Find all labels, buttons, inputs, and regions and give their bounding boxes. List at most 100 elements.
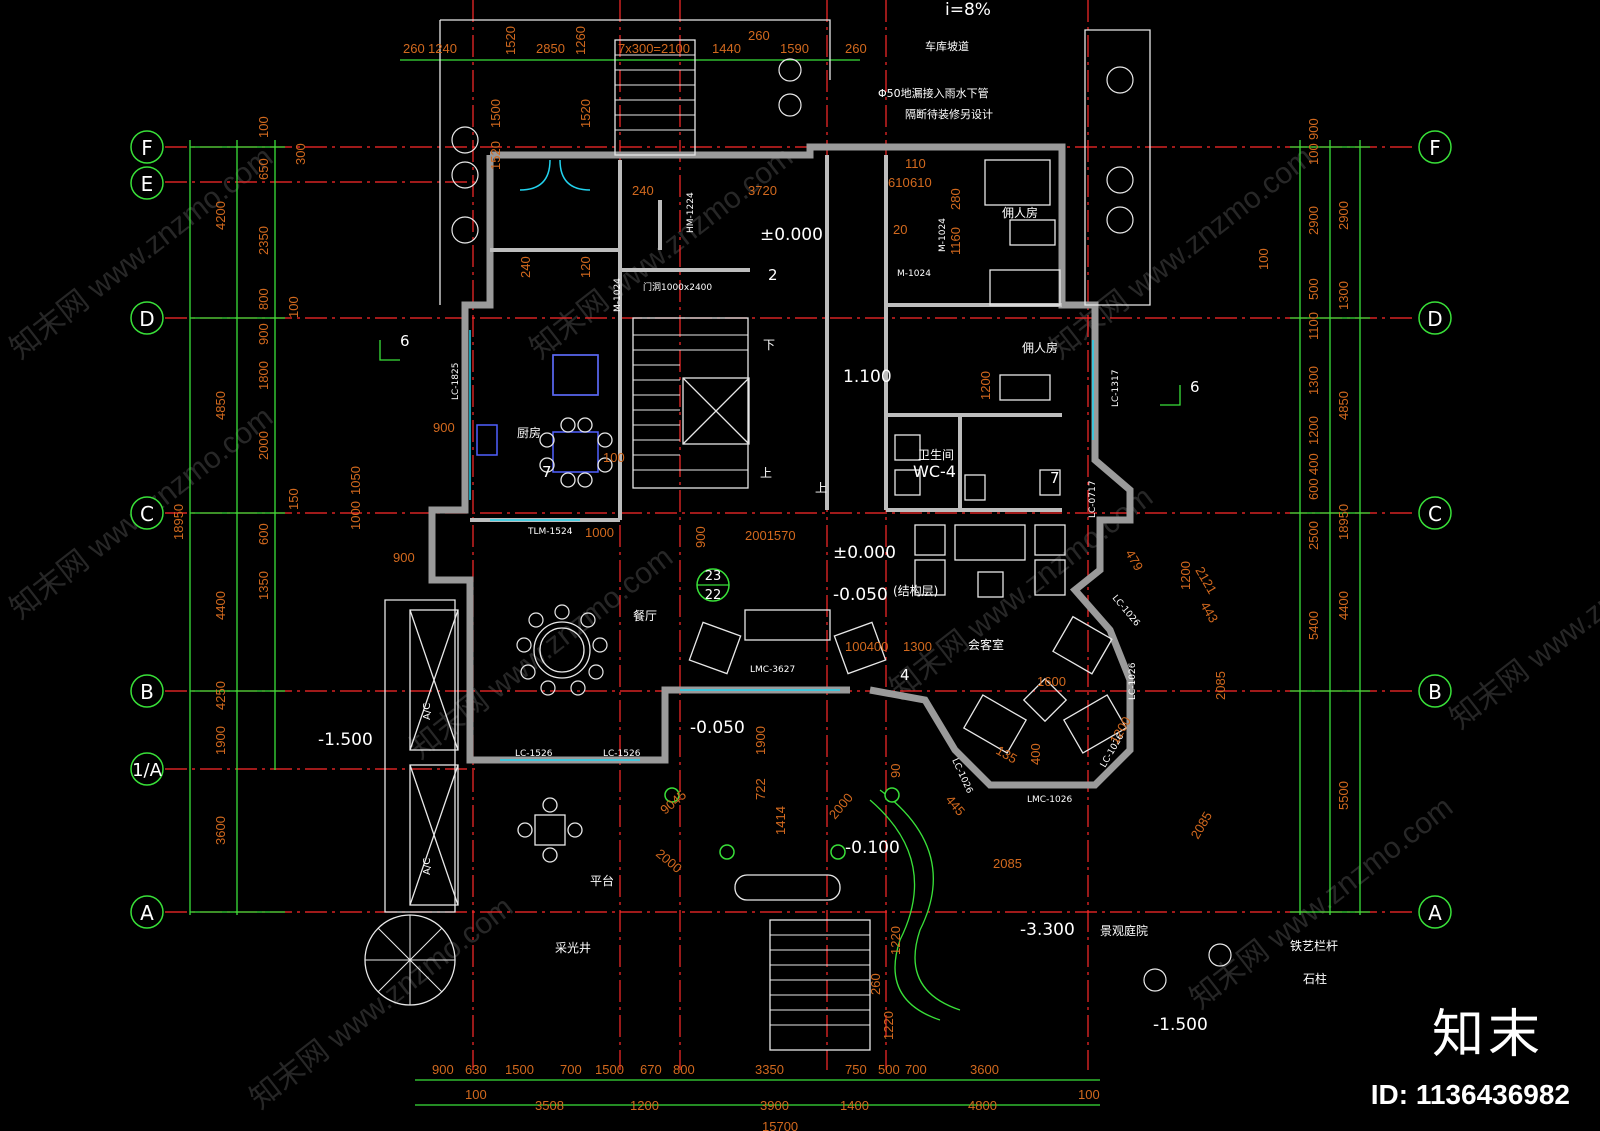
room-bathroom: 卫生间	[918, 448, 954, 462]
svg-text:3600: 3600	[970, 1062, 999, 1077]
level-neg050: -0.050	[833, 585, 888, 605]
level-1100: 1.100	[843, 367, 892, 387]
level-neg050b: -0.050	[690, 718, 745, 738]
svg-text:A: A	[1428, 901, 1442, 925]
svg-text:1800: 1800	[256, 361, 271, 390]
svg-text:LMC-3627: LMC-3627	[750, 665, 795, 675]
svg-text:2900: 2900	[1306, 206, 1321, 235]
svg-text:2000: 2000	[256, 431, 271, 460]
room-living: 会客室	[968, 637, 1004, 652]
svg-text:下: 下	[763, 338, 775, 352]
svg-text:120: 120	[578, 256, 593, 278]
svg-text:100: 100	[256, 116, 271, 138]
axis-bubble-b-right: B	[1418, 674, 1452, 708]
svg-text:1220: 1220	[888, 926, 903, 955]
level-mid: ±0.000	[833, 543, 896, 563]
svg-text:650: 650	[256, 158, 271, 180]
svg-text:600: 600	[256, 523, 271, 545]
axis-bubble-f-right: F	[1418, 130, 1452, 164]
svg-text:M-1024: M-1024	[613, 278, 623, 312]
watermark-logo: 知末	[1431, 1005, 1544, 1065]
slope-label: i=8%	[945, 0, 991, 20]
axis-bubbles-left: F E D C B 1/A A	[130, 130, 164, 929]
svg-text:4800: 4800	[968, 1098, 997, 1113]
svg-text:700: 700	[560, 1062, 582, 1077]
axis-bubble-d-left: D	[130, 301, 164, 335]
svg-text:LC-1526: LC-1526	[515, 749, 553, 759]
svg-text:260: 260	[748, 28, 770, 43]
room-dining: 餐厅	[633, 608, 657, 623]
building-walls	[384, 19, 1151, 913]
svg-text:2001570: 2001570	[745, 528, 796, 543]
svg-text:90: 90	[888, 764, 903, 778]
dimension-lines	[189, 59, 1370, 1106]
svg-text:4850: 4850	[1336, 391, 1351, 420]
svg-text:TLM-1524: TLM-1524	[527, 527, 573, 537]
svg-text:D: D	[139, 307, 154, 331]
svg-text:500: 500	[878, 1062, 900, 1077]
svg-text:600: 600	[1306, 478, 1321, 500]
svg-text:1520: 1520	[488, 141, 503, 170]
svg-text:260: 260	[845, 41, 867, 56]
svg-text:B: B	[1428, 680, 1442, 704]
svg-text:100: 100	[603, 450, 625, 465]
svg-text:B: B	[140, 680, 154, 704]
svg-text:LC-1317: LC-1317	[1111, 370, 1121, 407]
svg-text:D: D	[1427, 307, 1442, 331]
svg-text:3350: 3350	[755, 1062, 784, 1077]
stair-markers: 上 上 下	[760, 338, 827, 495]
axis-bubble-f-left: F	[130, 130, 164, 164]
svg-text:240: 240	[632, 183, 654, 198]
svg-text:F: F	[141, 136, 153, 160]
level-neg1500-bottom: -1.500	[1153, 1015, 1208, 1035]
svg-text:110: 110	[905, 156, 926, 171]
svg-text:900: 900	[393, 550, 415, 565]
svg-text:1500: 1500	[488, 99, 503, 128]
svg-text:280: 280	[948, 188, 963, 210]
svg-text:1500: 1500	[505, 1062, 534, 1077]
svg-text:4200: 4200	[213, 201, 228, 230]
section-markers: 6 6 7 7 2 4 23 22	[379, 266, 1200, 684]
svg-text:1200: 1200	[1178, 561, 1193, 590]
svg-text:150: 150	[286, 488, 301, 510]
axis-bubble-e-left: E	[130, 166, 164, 200]
bath-code: WC-4	[913, 462, 956, 481]
svg-text:100400: 100400	[845, 639, 888, 654]
svg-text:300: 300	[293, 143, 308, 165]
svg-text:1520: 1520	[503, 26, 518, 55]
svg-text:M-1024: M-1024	[938, 218, 948, 252]
svg-text:3600: 3600	[213, 816, 228, 845]
svg-text:C: C	[1428, 502, 1442, 526]
svg-text:1414: 1414	[773, 806, 788, 835]
svg-text:7: 7	[1050, 469, 1060, 487]
svg-text:23: 23	[705, 569, 722, 584]
svg-text:M-1024: M-1024	[897, 269, 931, 279]
svg-text:1350: 1350	[256, 571, 271, 600]
svg-text:2085: 2085	[1213, 671, 1228, 700]
svg-text:750: 750	[845, 1062, 867, 1077]
ac-label-2: A/C	[422, 858, 433, 875]
axis-bubble-d-right: D	[1418, 301, 1452, 335]
svg-text:2900: 2900	[1336, 201, 1351, 230]
svg-text:门洞1000x2400: 门洞1000x2400	[643, 281, 712, 293]
svg-text:100: 100	[465, 1087, 487, 1102]
svg-text:900: 900	[693, 526, 708, 548]
svg-text:2085: 2085	[993, 856, 1022, 871]
svg-text:1300: 1300	[1306, 366, 1321, 395]
svg-text:1600: 1600	[1037, 674, 1066, 689]
svg-text:800: 800	[673, 1062, 695, 1077]
svg-text:LMC-1026: LMC-1026	[1027, 795, 1072, 805]
axis-bubble-a-right: A	[1418, 895, 1452, 929]
svg-text:800: 800	[256, 288, 271, 310]
svg-text:400: 400	[1028, 743, 1043, 765]
svg-text:260: 260	[868, 973, 883, 995]
svg-text:1240: 1240	[428, 41, 457, 56]
svg-text:722: 722	[753, 778, 768, 800]
svg-text:LC-1526: LC-1526	[603, 749, 641, 759]
svg-text:670: 670	[640, 1062, 662, 1077]
level-marks: ±0.000 ±0.000 -0.050 -0.050 1.100 -0.100…	[318, 225, 1208, 1035]
svg-text:4400: 4400	[1336, 591, 1351, 620]
room-kitchen: 厨房	[517, 425, 541, 440]
svg-text:20: 20	[893, 222, 907, 237]
